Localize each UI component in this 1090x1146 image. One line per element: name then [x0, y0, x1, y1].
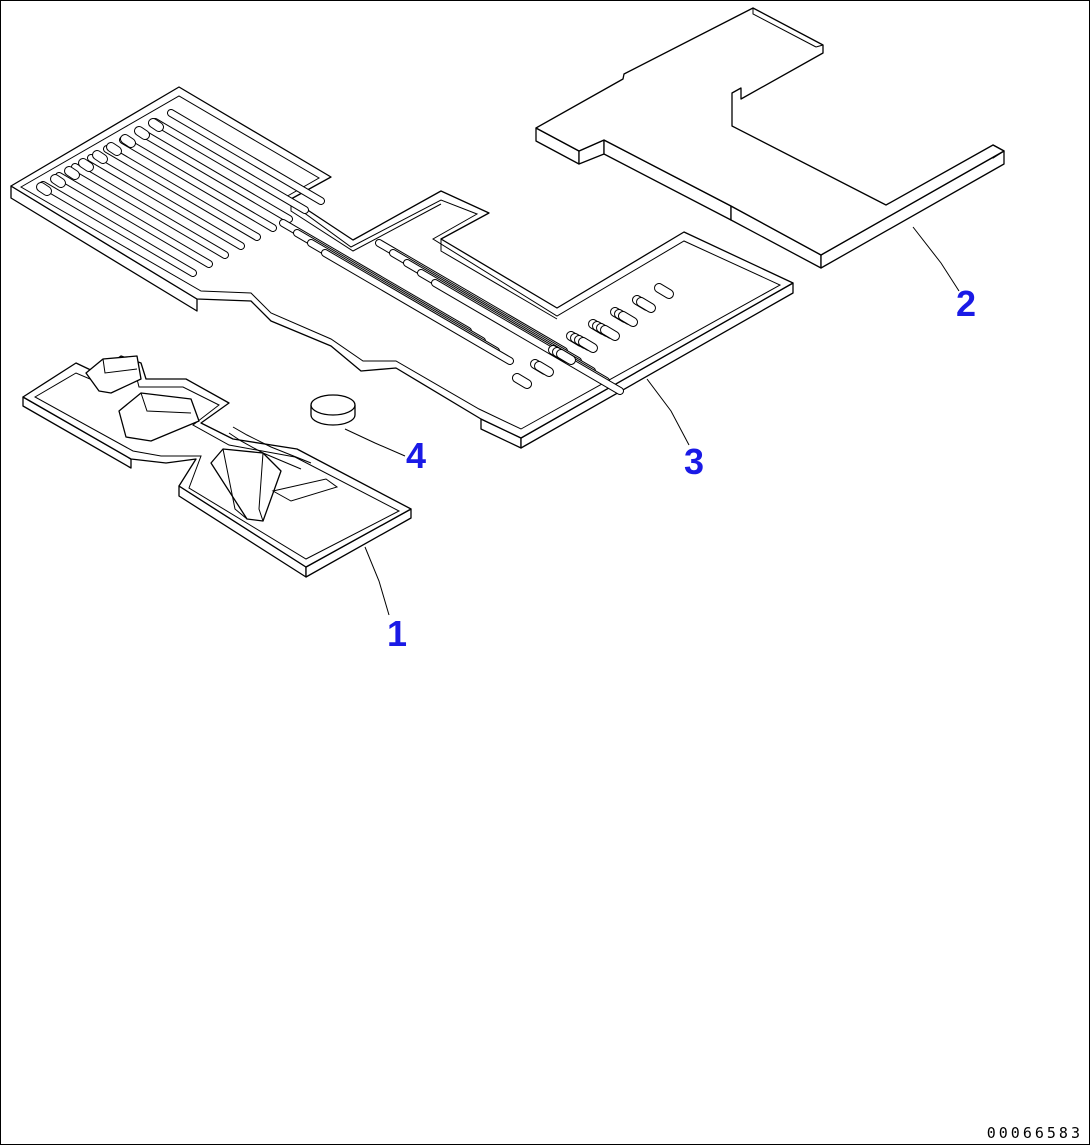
callout-4: 4	[406, 435, 426, 476]
rib-slot	[106, 142, 122, 156]
rib-slot	[119, 136, 277, 232]
rib-slot	[534, 361, 554, 377]
rib-slot	[120, 134, 136, 148]
rib-slot	[148, 118, 164, 132]
rib-slot	[636, 297, 656, 313]
rib-slot	[578, 337, 598, 353]
rib-slot	[103, 145, 261, 241]
rib-slot	[431, 279, 624, 395]
part-2-floor-plate	[535, 7, 1005, 269]
rib-slot	[64, 166, 80, 180]
part-3-ribs	[36, 109, 674, 395]
rib-slot	[134, 126, 150, 140]
rib-slot	[167, 109, 325, 205]
rib-slot	[556, 349, 576, 365]
part-4-plug	[310, 394, 356, 426]
rib-slot	[512, 373, 532, 389]
callout-2: 2	[956, 283, 976, 324]
callout-1: 1	[387, 613, 407, 654]
callout-3: 3	[684, 441, 704, 482]
rib-slot	[321, 249, 514, 365]
rib-slot	[87, 154, 245, 250]
drawing-number: 00066583	[986, 1124, 1083, 1142]
rib-slot	[618, 311, 638, 327]
part-1-front-mat	[22, 355, 412, 578]
rib-slot	[36, 182, 52, 196]
rib-slot	[654, 283, 674, 299]
rib-slot	[92, 150, 108, 164]
rib-slot	[600, 325, 620, 341]
rib-slot	[50, 174, 66, 188]
rib-slot	[78, 158, 94, 172]
leader-lines	[344, 226, 960, 616]
